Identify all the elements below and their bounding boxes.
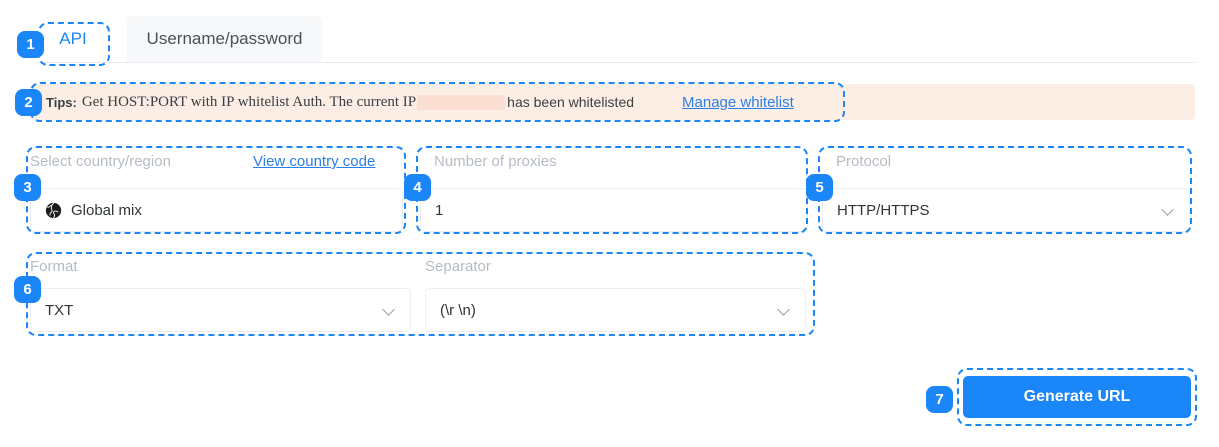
chevron-down-icon [778, 304, 791, 317]
protocol-select[interactable]: HTTP/HTTPS [822, 188, 1190, 232]
annotation-badge-4: 4 [404, 174, 431, 201]
tips-content: Tips: Get HOST:PORT with IP whitelist Au… [46, 84, 794, 120]
country-select[interactable]: Global mix [30, 188, 403, 232]
country-label: Select country/region [30, 153, 171, 170]
tips-label: Tips: [46, 94, 77, 110]
annotation-badge-2: 2 [15, 89, 42, 116]
chevron-down-icon [1162, 204, 1175, 217]
redacted-ip [417, 94, 506, 110]
annotation-badge-1: 1 [17, 31, 44, 58]
chevron-down-icon [383, 304, 396, 317]
tips-text-before: Get HOST:PORT with IP whitelist Auth. Th… [81, 93, 417, 110]
tab-username-password-label: Username/password [146, 29, 303, 48]
tips-text-after: has been whitelisted [507, 94, 635, 110]
tab-api[interactable]: API [42, 16, 104, 62]
annotation-badge-3: 3 [14, 174, 41, 201]
tips-banner [30, 84, 1195, 120]
annotation-badge-5: 5 [806, 174, 833, 201]
format-value: TXT [45, 301, 74, 319]
generate-url-button[interactable]: Generate URL [963, 376, 1191, 418]
annotation-badge-7: 7 [926, 386, 953, 413]
proxies-input[interactable]: 1 [420, 188, 808, 232]
globe-icon [45, 202, 62, 219]
manage-whitelist-link[interactable]: Manage whitelist [682, 93, 794, 111]
annotation-badge-6: 6 [14, 276, 41, 303]
country-value: Global mix [71, 201, 142, 219]
tab-username-password[interactable]: Username/password [127, 16, 322, 62]
tab-underline [36, 62, 1196, 63]
separator-label: Separator [425, 258, 491, 275]
protocol-label: Protocol [836, 153, 892, 170]
tab-api-label: API [59, 29, 87, 48]
protocol-value: HTTP/HTTPS [837, 201, 930, 219]
format-select[interactable]: TXT [30, 288, 411, 332]
separator-value: (\r \n) [440, 301, 476, 319]
view-country-code-link[interactable]: View country code [253, 153, 376, 170]
format-label: Format [30, 258, 78, 275]
separator-select[interactable]: (\r \n) [425, 288, 806, 332]
proxies-label: Number of proxies [434, 153, 557, 170]
proxies-value: 1 [435, 201, 444, 219]
